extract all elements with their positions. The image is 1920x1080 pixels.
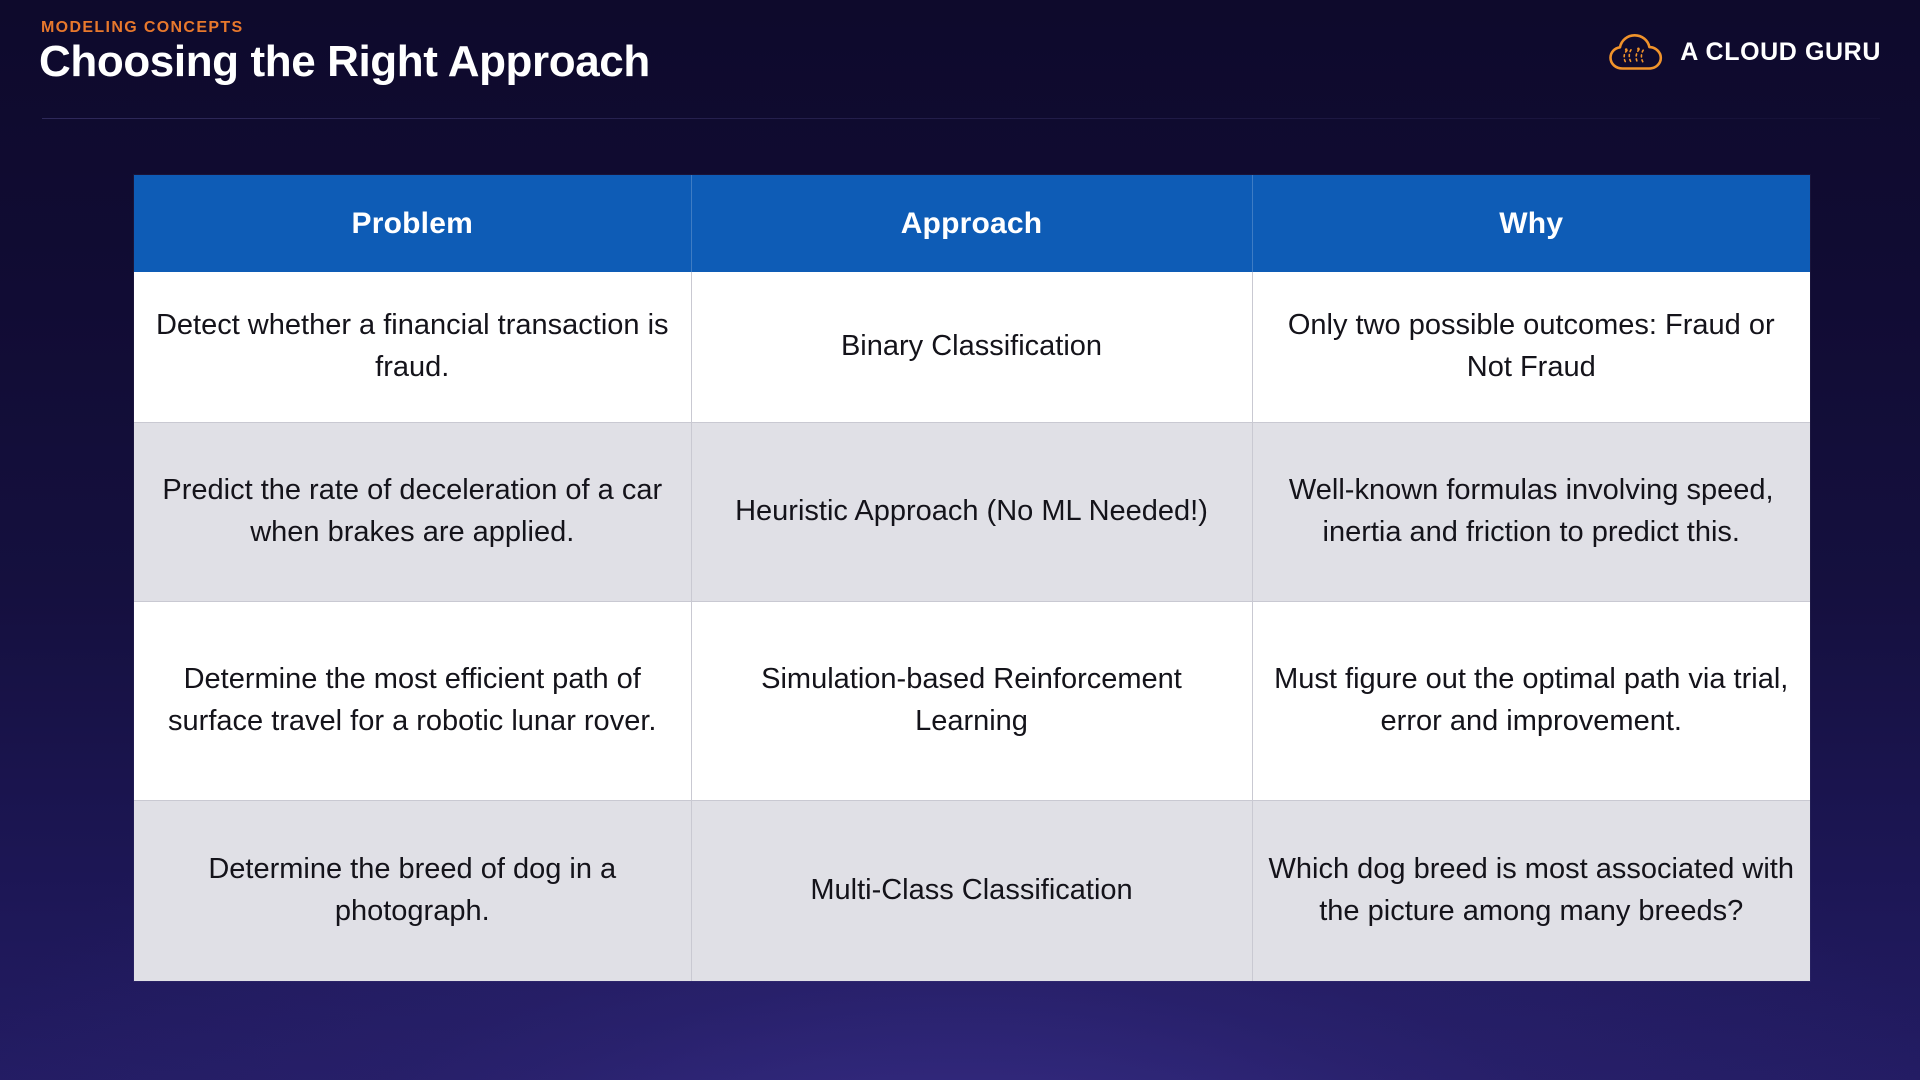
brand-name: A CLOUD GURU	[1680, 37, 1881, 66]
cell-why: Which dog breed is most associated with …	[1252, 800, 1810, 981]
cell-why: Must figure out the optimal path via tri…	[1252, 601, 1810, 801]
table-row: Detect whether a financial transaction i…	[134, 272, 1810, 423]
cell-approach: Multi-Class Classification	[691, 800, 1253, 981]
page-title: Choosing the Right Approach	[39, 37, 650, 86]
cell-approach: Simulation-based Reinforcement Learning	[691, 601, 1253, 801]
table-row: Determine the most efficient path of sur…	[134, 601, 1810, 801]
cloud-outline-icon	[1608, 33, 1664, 71]
column-header-problem: Problem	[134, 175, 692, 272]
header-divider	[42, 118, 1880, 119]
comparison-table: Problem Approach Why Detect whether a fi…	[134, 175, 1810, 981]
table-row: Predict the rate of deceleration of a ca…	[134, 422, 1810, 602]
cell-why: Well-known formulas involving speed, ine…	[1252, 422, 1810, 602]
table-row: Determine the breed of dog in a photogra…	[134, 800, 1810, 981]
cell-problem: Determine the breed of dog in a photogra…	[134, 800, 692, 981]
column-header-approach: Approach	[691, 175, 1253, 272]
cell-problem: Predict the rate of deceleration of a ca…	[134, 422, 692, 602]
column-header-why: Why	[1252, 175, 1810, 272]
cell-why: Only two possible outcomes: Fraud or Not…	[1252, 272, 1810, 423]
table-header-row: Problem Approach Why	[134, 175, 1810, 272]
cell-problem: Determine the most efficient path of sur…	[134, 601, 692, 801]
slide-kicker: MODELING CONCEPTS	[41, 19, 244, 36]
cell-approach: Heuristic Approach (No ML Needed!)	[691, 422, 1253, 602]
cell-problem: Detect whether a financial transaction i…	[134, 272, 692, 423]
cell-approach: Binary Classification	[691, 272, 1253, 423]
brand-logo: A CLOUD GURU	[1608, 30, 1881, 74]
